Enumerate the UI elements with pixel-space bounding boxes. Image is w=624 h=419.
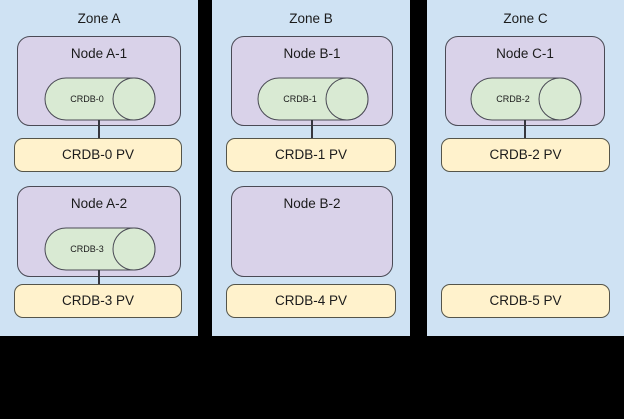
node-a-1-title: Node A-1 [70,46,128,61]
database-crdb-2[interactable]: CRDB-2 [470,77,582,121]
pv-crdb-5[interactable]: CRDB-5 PV [441,284,610,318]
zone-c[interactable]: Zone C Node C-1 CRDB-2 CRDB-2 PV CRDB-5 … [427,0,624,336]
pv-crdb-2[interactable]: CRDB-2 PV [441,138,610,172]
node-a-1[interactable]: Node A-1 CRDB-0 [17,36,181,126]
zone-c-title: Zone C [503,11,548,26]
node-c-1-title: Node C-1 [496,46,554,61]
connector-a-2 [98,270,100,286]
node-b-2[interactable]: Node B-2 [231,186,393,277]
pv-crdb-5-label: CRDB-5 PV [489,293,562,308]
node-b-1[interactable]: Node B-1 CRDB-1 [231,36,393,126]
pv-crdb-2-label: CRDB-2 PV [489,147,562,162]
pv-crdb-0[interactable]: CRDB-0 PV [14,138,182,172]
connector-a-1 [98,120,100,140]
pv-crdb-3-label: CRDB-3 PV [61,293,134,308]
connector-b-1 [311,120,313,140]
zone-a[interactable]: Zone A Node A-1 CRDB-0 CRDB-0 PV Node A-… [0,0,198,336]
pv-crdb-3[interactable]: CRDB-3 PV [14,284,182,318]
node-c-1[interactable]: Node C-1 CRDB-2 [445,36,605,126]
zone-b-title: Zone B [289,11,333,26]
pv-crdb-1[interactable]: CRDB-1 PV [226,138,396,172]
database-crdb-1[interactable]: CRDB-1 [257,77,369,121]
node-a-2-title: Node A-2 [70,196,128,211]
zone-b[interactable]: Zone B Node B-1 CRDB-1 CRDB-1 PV Node B-… [212,0,410,336]
pv-crdb-0-label: CRDB-0 PV [61,147,134,162]
pv-crdb-4-label: CRDB-4 PV [274,293,347,308]
node-b-1-title: Node B-1 [283,46,341,61]
pv-crdb-4[interactable]: CRDB-4 PV [226,284,396,318]
node-a-2[interactable]: Node A-2 CRDB-3 [17,186,181,277]
pv-crdb-1-label: CRDB-1 PV [274,147,347,162]
database-crdb-0[interactable]: CRDB-0 [44,77,156,121]
connector-c-1 [524,120,526,140]
node-b-2-title: Node B-2 [283,196,341,211]
zone-a-title: Zone A [77,11,121,26]
database-crdb-3[interactable]: CRDB-3 [44,227,156,271]
